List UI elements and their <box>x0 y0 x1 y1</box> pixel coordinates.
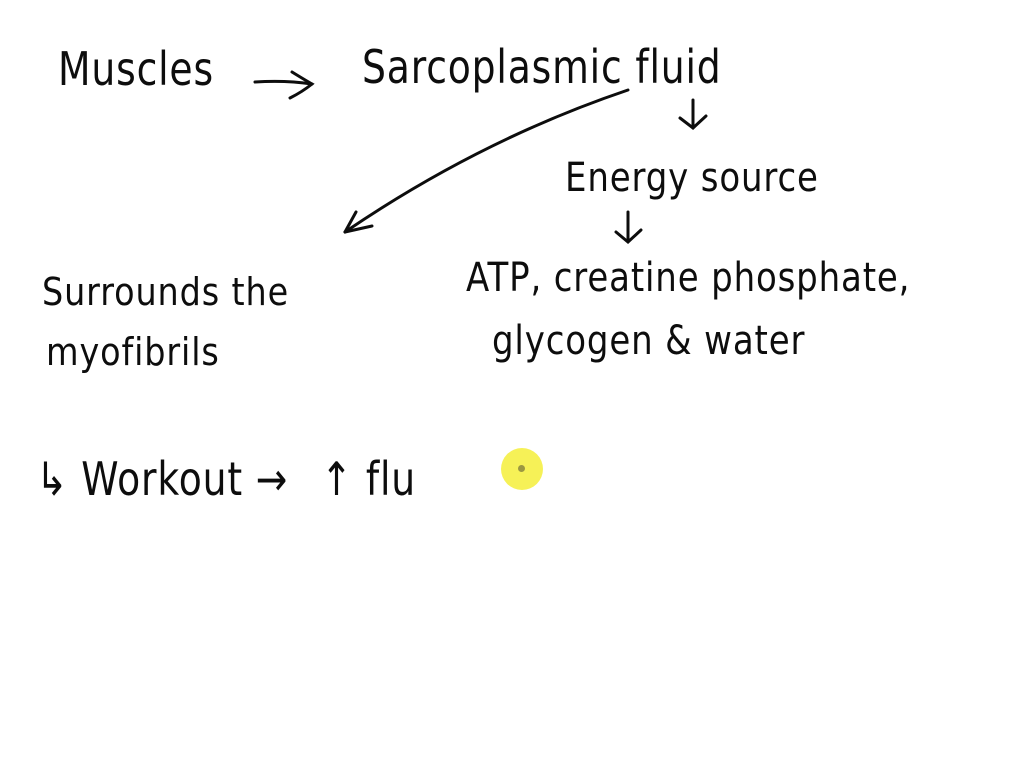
note-energy-source: Energy source <box>565 155 819 201</box>
workout-fluid-text: flu <box>365 452 417 506</box>
note-surrounds: Surrounds the <box>42 270 290 314</box>
note-myofibrils: myofibrils <box>46 330 220 374</box>
arrow-up-icon: ↑ <box>320 452 354 506</box>
arrow-curve-icon <box>343 88 630 234</box>
note-muscles: Muscles <box>58 42 214 96</box>
workout-label: Workout <box>81 452 243 506</box>
bullet-arrow-icon: ↳ <box>36 452 69 506</box>
note-workout-line: ↳ Workout → ↑ flu <box>36 452 416 506</box>
arrow-right-icon: → <box>255 452 289 506</box>
arrow-down-icon <box>678 98 708 130</box>
note-sarcoplasmic-fluid: Sarcoplasmic fluid <box>362 40 722 94</box>
pen-cursor-dot <box>518 465 525 472</box>
note-atp-creatine: ATP, creatine phosphate, <box>466 255 911 301</box>
arrow-down-icon <box>614 210 643 244</box>
note-glycogen-water: glycogen & water <box>492 318 806 364</box>
pen-cursor <box>501 448 543 490</box>
arrow-right-icon <box>253 70 315 100</box>
